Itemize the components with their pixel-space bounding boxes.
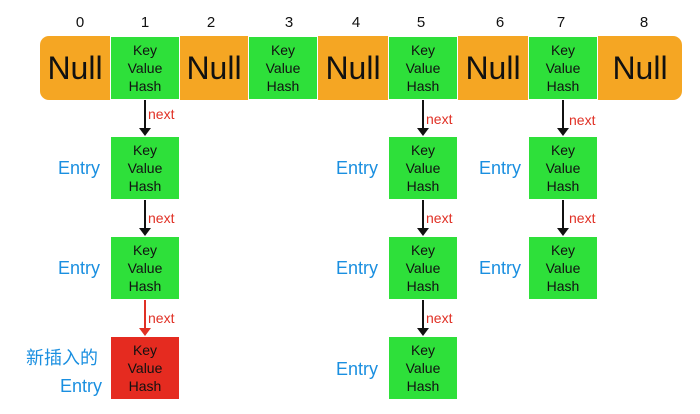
node-hash: Hash xyxy=(266,78,300,94)
next-label: next xyxy=(148,210,175,226)
node-value: Value xyxy=(265,60,301,76)
next-label: next xyxy=(426,210,453,226)
node-value: Value xyxy=(545,260,581,276)
next-arrow xyxy=(417,100,429,136)
bucket-0-null: Null xyxy=(47,49,103,86)
node-value: Value xyxy=(127,260,163,276)
new-inserted-entry: Key Value Hash xyxy=(110,336,180,400)
index-label-2: 2 xyxy=(206,14,216,31)
node-key: Key xyxy=(270,42,296,58)
node-key: Key xyxy=(410,142,436,158)
node-hash: Hash xyxy=(546,78,580,94)
next-arrow xyxy=(139,100,151,136)
chain-5-entry-3: Key Value Hash xyxy=(388,336,458,400)
entry-label: Entry xyxy=(60,376,103,396)
node-key: Key xyxy=(550,142,576,158)
entry-label: Entry xyxy=(58,258,101,278)
new-entry-caption: 新插入的 xyxy=(26,348,98,368)
bucket-3-node: Key Value Hash xyxy=(248,36,318,100)
index-label-8: 8 xyxy=(639,14,649,31)
node-hash: Hash xyxy=(128,178,162,194)
next-arrow xyxy=(557,200,569,236)
next-label: next xyxy=(148,106,175,122)
node-key: Key xyxy=(132,342,158,358)
node-value: Value xyxy=(127,360,163,376)
chain-1-entry-2: Key Value Hash xyxy=(110,236,180,300)
node-key: Key xyxy=(410,342,436,358)
node-key: Key xyxy=(410,42,436,58)
entry-label: Entry xyxy=(479,258,522,278)
node-hash: Hash xyxy=(128,378,162,394)
node-key: Key xyxy=(550,242,576,258)
entry-label: Entry xyxy=(479,158,522,178)
index-label-4: 4 xyxy=(351,14,361,31)
next-arrow-new xyxy=(139,300,151,336)
node-hash: Hash xyxy=(128,78,162,94)
bucket-5-node: Key Value Hash xyxy=(388,36,458,100)
chain-5-entry-1: Key Value Hash xyxy=(388,136,458,200)
bucket-6-null: Null xyxy=(465,49,521,86)
chain-5-entry-2: Key Value Hash xyxy=(388,236,458,300)
next-label: next xyxy=(426,310,453,326)
chain-7-entry-2: Key Value Hash xyxy=(528,236,598,300)
next-label: next xyxy=(569,112,596,128)
index-label-3: 3 xyxy=(284,14,294,31)
index-label-6: 6 xyxy=(495,14,505,31)
node-value: Value xyxy=(405,60,441,76)
node-hash: Hash xyxy=(546,178,580,194)
node-value: Value xyxy=(545,60,581,76)
entry-label: Entry xyxy=(336,158,379,178)
index-label-1: 1 xyxy=(140,14,150,31)
node-value: Value xyxy=(405,360,441,376)
node-key: Key xyxy=(550,42,576,58)
next-label: next xyxy=(569,210,596,226)
node-hash: Hash xyxy=(128,278,162,294)
next-arrow xyxy=(139,200,151,236)
node-value: Value xyxy=(127,160,163,176)
entry-label: Entry xyxy=(58,158,101,178)
bucket-1-node: Key Value Hash xyxy=(110,36,180,100)
node-value: Value xyxy=(127,60,163,76)
next-label: next xyxy=(426,111,453,127)
bucket-2-null: Null xyxy=(186,49,242,86)
index-label-5: 5 xyxy=(416,14,426,31)
node-hash: Hash xyxy=(406,78,440,94)
bucket-8-null: Null xyxy=(612,49,668,86)
node-value: Value xyxy=(545,160,581,176)
node-hash: Hash xyxy=(406,278,440,294)
node-value: Value xyxy=(405,160,441,176)
node-hash: Hash xyxy=(546,278,580,294)
node-key: Key xyxy=(132,242,158,258)
next-arrow xyxy=(417,200,429,236)
next-label: next xyxy=(148,310,175,326)
next-arrow xyxy=(557,100,569,136)
chain-1-entry-1: Key Value Hash xyxy=(110,136,180,200)
entry-label: Entry xyxy=(336,359,379,379)
bucket-4-null: Null xyxy=(325,49,381,86)
next-arrow xyxy=(417,300,429,336)
node-hash: Hash xyxy=(406,378,440,394)
bucket-7-node: Key Value Hash xyxy=(528,36,598,100)
index-label-0: 0 xyxy=(75,14,85,31)
node-key: Key xyxy=(132,42,158,58)
node-value: Value xyxy=(405,260,441,276)
node-key: Key xyxy=(410,242,436,258)
entry-label: Entry xyxy=(336,258,379,278)
chain-7-entry-1: Key Value Hash xyxy=(528,136,598,200)
node-hash: Hash xyxy=(406,178,440,194)
node-key: Key xyxy=(132,142,158,158)
index-label-7: 7 xyxy=(556,14,566,31)
